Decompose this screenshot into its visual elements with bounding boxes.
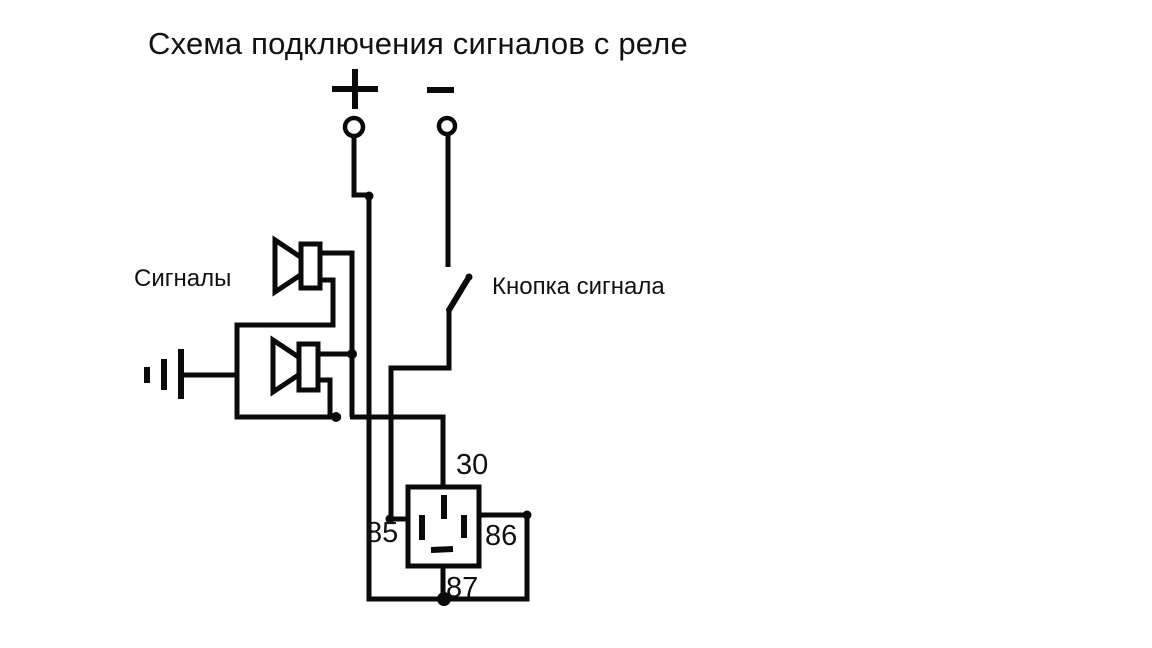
wire-button-to-pin85 <box>388 308 452 522</box>
diagram-title: Схема подключения сигналов с реле <box>148 26 688 61</box>
plus-terminal-icon <box>332 69 378 109</box>
ground-icon <box>144 349 184 399</box>
wire-horns-to-pin30 <box>320 250 446 489</box>
relay-box <box>405 484 482 569</box>
horn-1-icon <box>272 235 323 297</box>
relay-pin85-label: 85 <box>366 517 399 549</box>
horns-label: Сигналы <box>134 265 232 292</box>
minus-socket-icon <box>436 115 458 137</box>
plus-socket-icon <box>342 115 366 139</box>
horn-2-icon <box>270 335 321 397</box>
relay-pin87-label: 87 <box>446 572 479 604</box>
relay-pin-slots <box>419 495 467 553</box>
relay-pin30-label: 30 <box>456 449 489 481</box>
wire-horn-ground-bus <box>183 277 341 420</box>
horn-button-label: Кнопка сигнала <box>492 273 665 300</box>
horn-button-switch-icon <box>446 274 472 313</box>
relay-pin86-label: 86 <box>485 520 518 552</box>
junction-dots <box>331 191 532 606</box>
